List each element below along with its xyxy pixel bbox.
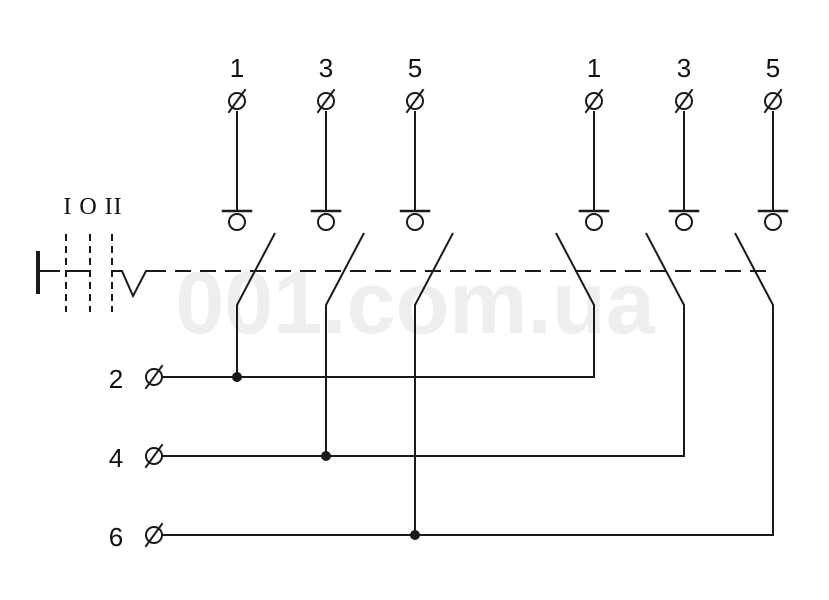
top-terminal-5-slash bbox=[674, 88, 694, 114]
top-terminal-labels: 1 3 5 1 3 5 bbox=[230, 53, 780, 83]
top-label-6: 5 bbox=[766, 53, 780, 83]
top-terminal-1-slash bbox=[227, 88, 247, 114]
top-label-4: 1 bbox=[587, 53, 601, 83]
contact-ring-2 bbox=[317, 213, 335, 231]
left-label-6: 6 bbox=[109, 522, 123, 552]
contact-ring-4 bbox=[585, 213, 603, 231]
left-label-2: 2 bbox=[109, 364, 123, 394]
top-label-1: 1 bbox=[230, 53, 244, 83]
switch-blade-right-2 bbox=[645, 232, 685, 456]
top-terminal-6-slash bbox=[763, 88, 783, 114]
contact-ring-1 bbox=[228, 213, 246, 231]
left-terminal-3-slash bbox=[144, 522, 164, 548]
switch-blade-left-1 bbox=[236, 232, 276, 377]
top-terminal-4-slash bbox=[584, 88, 604, 114]
top-label-5: 3 bbox=[677, 53, 691, 83]
contact-ring-3 bbox=[406, 213, 424, 231]
left-terminal-1-slash bbox=[144, 364, 164, 390]
left-terminal-labels: 2 4 6 bbox=[109, 364, 123, 552]
junction-dot-3 bbox=[410, 530, 420, 540]
left-label-4: 4 bbox=[109, 443, 123, 473]
switch-blade-left-3 bbox=[414, 232, 454, 535]
top-terminal-3-slash bbox=[405, 88, 425, 114]
position-label: I O II bbox=[63, 194, 122, 220]
junction-dot-1 bbox=[232, 372, 242, 382]
circuit-drawing bbox=[36, 88, 789, 548]
switch-blade-right-3 bbox=[734, 232, 774, 535]
left-terminal-2-slash bbox=[144, 443, 164, 469]
switch-blade-left-2 bbox=[325, 232, 365, 456]
switch-blade-right-1 bbox=[555, 232, 595, 377]
actuator-detent-notch bbox=[112, 270, 156, 299]
top-label-2: 3 bbox=[319, 53, 333, 83]
top-terminal-2-slash bbox=[316, 88, 336, 114]
junction-dot-2 bbox=[321, 451, 331, 461]
contact-ring-5 bbox=[675, 213, 693, 231]
contact-ring-6 bbox=[764, 213, 782, 231]
top-label-3: 5 bbox=[408, 53, 422, 83]
